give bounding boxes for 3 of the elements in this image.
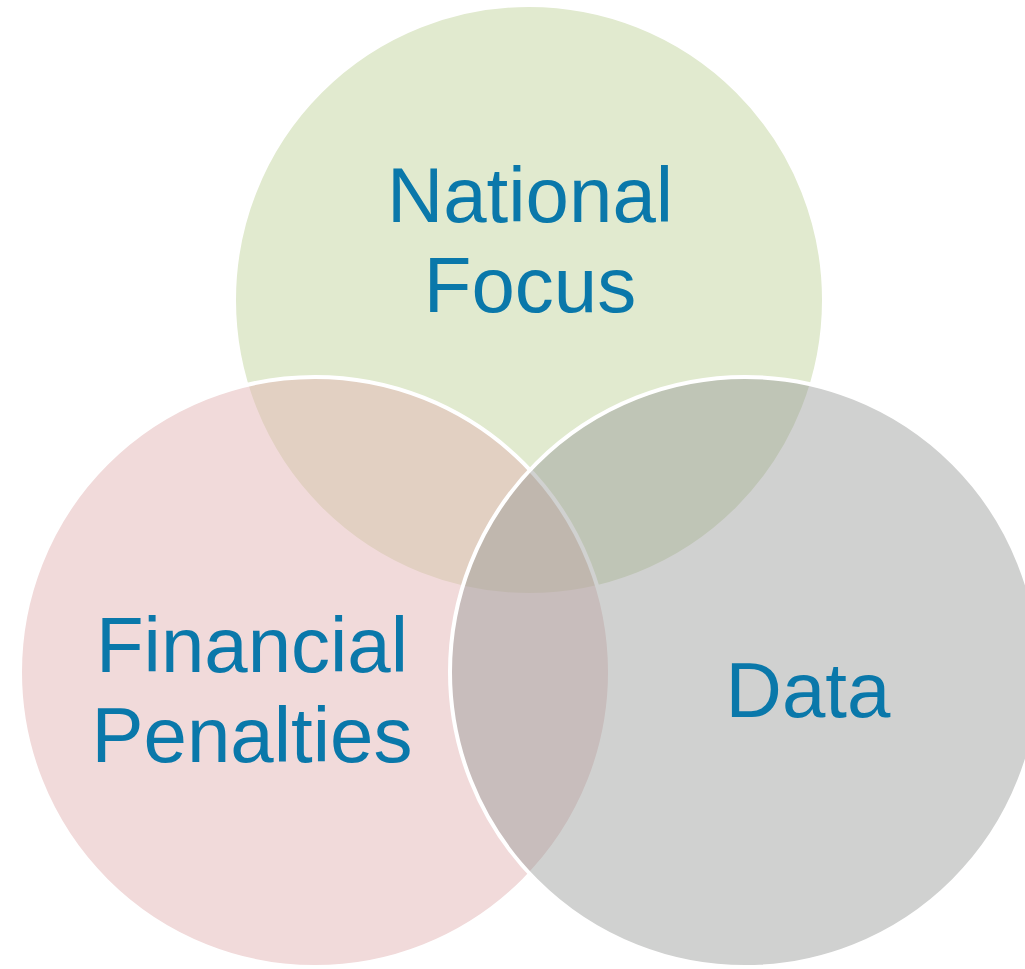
venn-label: National Focus — [385, 150, 675, 330]
venn-label: Financial Penalties — [90, 600, 414, 780]
venn-label: Data — [724, 645, 892, 735]
